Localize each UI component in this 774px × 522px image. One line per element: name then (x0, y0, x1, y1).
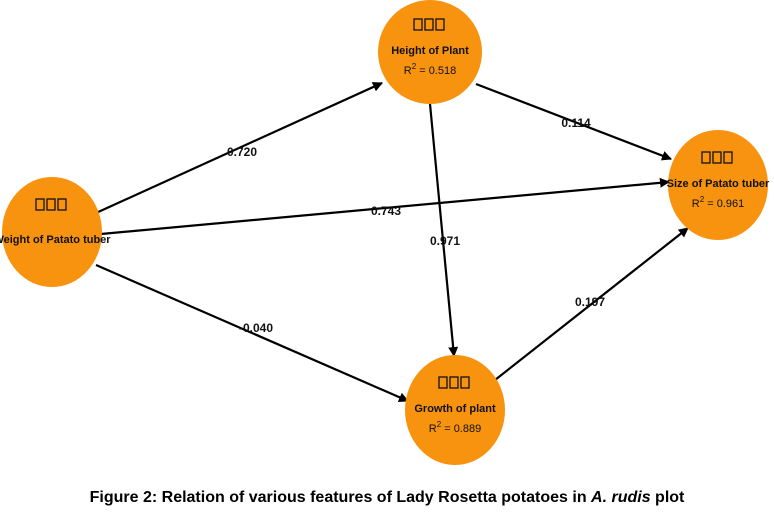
edge-height-to-growth: 0.971 (428, 103, 460, 357)
edge-height-to-size: 0.114 (475, 82, 672, 161)
caption-species: A. rudis (591, 489, 651, 506)
missing-glyph-icon (701, 151, 733, 164)
path-coefficient-label: 0.743 (371, 204, 401, 218)
edge-weight-to-height: 0.720 (95, 81, 383, 215)
path-diagram: 0.720 0.114 0.743 0.971 -0.040 0.197 Weight o… (0, 0, 770, 465)
node-title: Size of Patato tuber (667, 178, 770, 190)
path-coefficient-label: -0.040 (239, 321, 273, 335)
node-weight: Weight of Patato tuber (0, 177, 111, 287)
node-r-squared: R2 = 0.889 (429, 420, 481, 435)
edge-arrow (95, 263, 409, 403)
node-title: Height of Plant (391, 45, 469, 57)
node-r-squared: R2 = 0.518 (404, 62, 456, 77)
path-coefficient-label: 0.971 (430, 234, 460, 248)
edge-weight-to-growth: -0.040 (95, 263, 409, 403)
edge-arrow (428, 103, 459, 357)
path-coefficient-label: 0.720 (227, 145, 257, 159)
node-title: Growth of plant (414, 403, 496, 415)
figure-caption: Figure 2: Relation of various features o… (0, 489, 774, 507)
node-height: Height of Plant R2 = 0.518 (378, 0, 482, 104)
node-growth: Growth of plant R2 = 0.889 (405, 355, 505, 465)
edge-arrow (494, 227, 689, 381)
edge-weight-to-size: 0.743 (100, 177, 670, 236)
path-coefficient-label: 0.114 (561, 116, 591, 130)
node-title: Weight of Patato tuber (0, 234, 111, 246)
path-coefficient-label: 0.197 (575, 295, 605, 309)
caption-text: Figure 2: Relation of various features o… (89, 489, 592, 506)
missing-glyph-icon (413, 18, 445, 31)
node-ellipse (405, 355, 505, 465)
edge-arrow (475, 82, 672, 161)
node-ellipse (2, 177, 102, 287)
edge-arrow (95, 81, 383, 215)
missing-glyph-icon (35, 198, 67, 211)
caption-suffix: plot (650, 489, 685, 506)
node-ellipse (378, 0, 482, 104)
edge-growth-to-size: 0.197 (494, 227, 689, 381)
edge-arrow (100, 177, 670, 236)
node-ellipse (668, 130, 768, 240)
missing-glyph-icon (438, 376, 470, 389)
node-size: Size of Patato tuber R2 = 0.961 (667, 130, 770, 240)
node-r-squared: R2 = 0.961 (692, 195, 744, 210)
